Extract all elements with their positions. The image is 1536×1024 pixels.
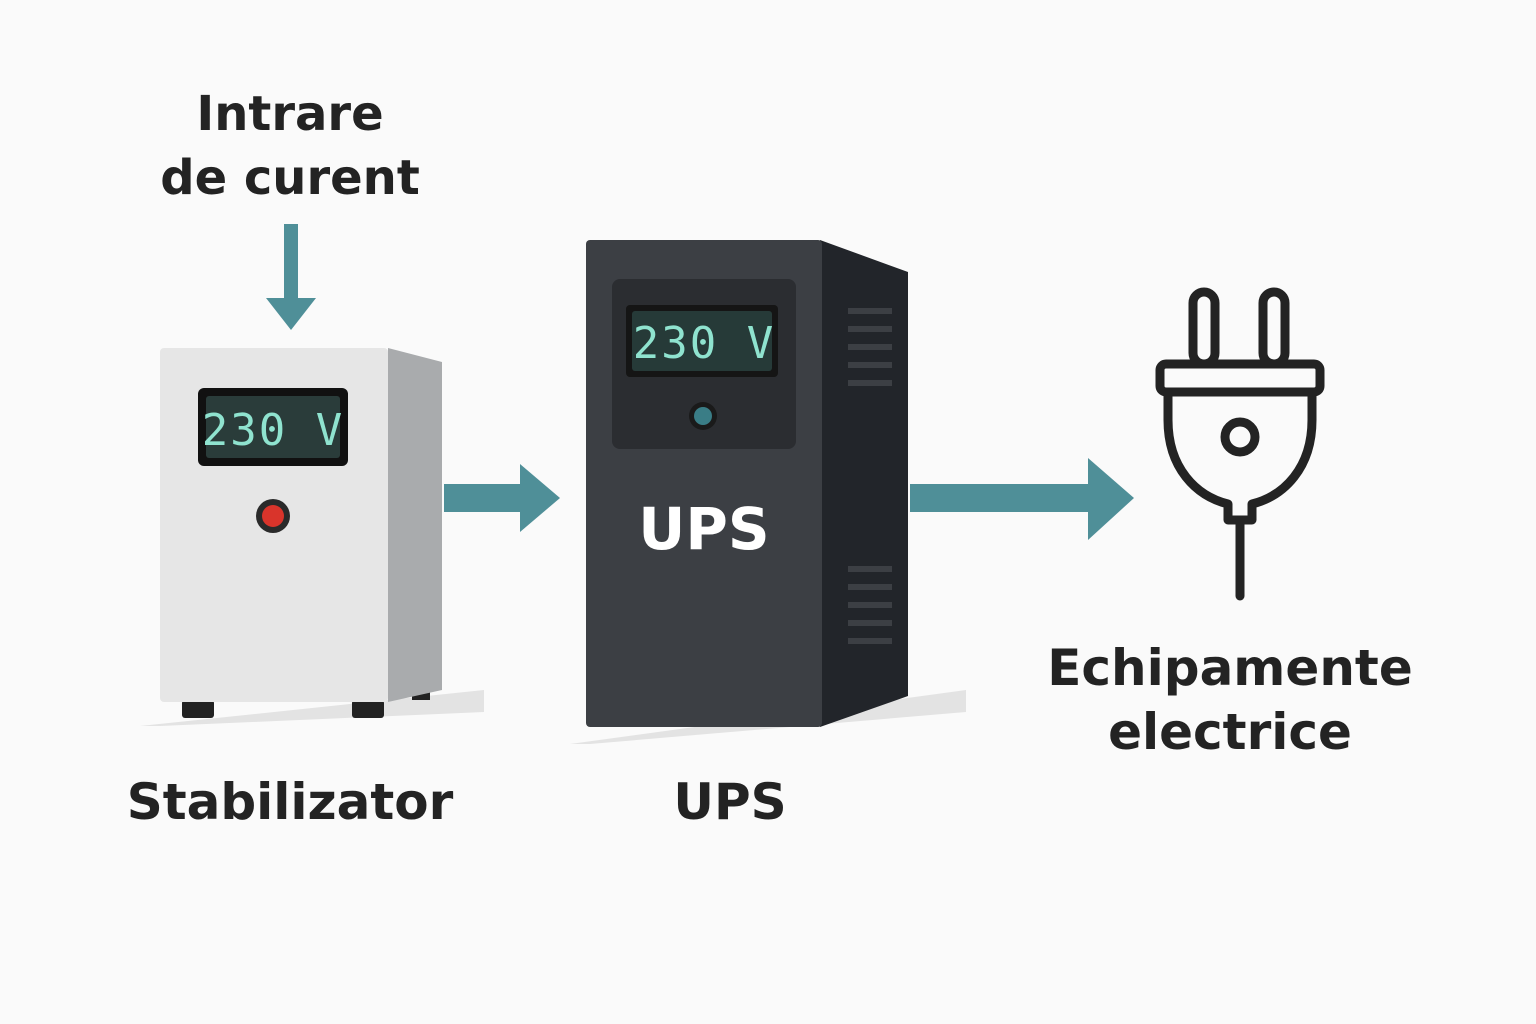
ups-front-label: UPS bbox=[638, 495, 769, 563]
stabilizer-label: Stabilizator bbox=[126, 773, 454, 831]
flow-arrow-2-icon bbox=[910, 458, 1134, 540]
input-arrow-icon bbox=[266, 224, 316, 330]
equipment-label: Echipamente electrice bbox=[1030, 636, 1430, 764]
stabilizer-device: 230 V bbox=[140, 348, 484, 726]
ups-device: 230 V UPS bbox=[570, 240, 966, 744]
equipment-label-line1: Echipamente bbox=[1047, 639, 1413, 697]
stabilizer-display-text: 230 V bbox=[202, 405, 344, 456]
equipment-label-line2: electrice bbox=[1108, 703, 1352, 761]
input-power-label-line2: de curent bbox=[160, 150, 420, 206]
ups-label: UPS bbox=[673, 773, 787, 831]
plug-icon bbox=[1155, 287, 1325, 601]
flow-arrow-1-icon bbox=[444, 464, 560, 532]
ups-display-text: 230 V bbox=[633, 318, 775, 369]
input-power-label-line1: Intrare bbox=[196, 86, 384, 142]
input-power-label: Intrare de curent bbox=[140, 82, 440, 210]
